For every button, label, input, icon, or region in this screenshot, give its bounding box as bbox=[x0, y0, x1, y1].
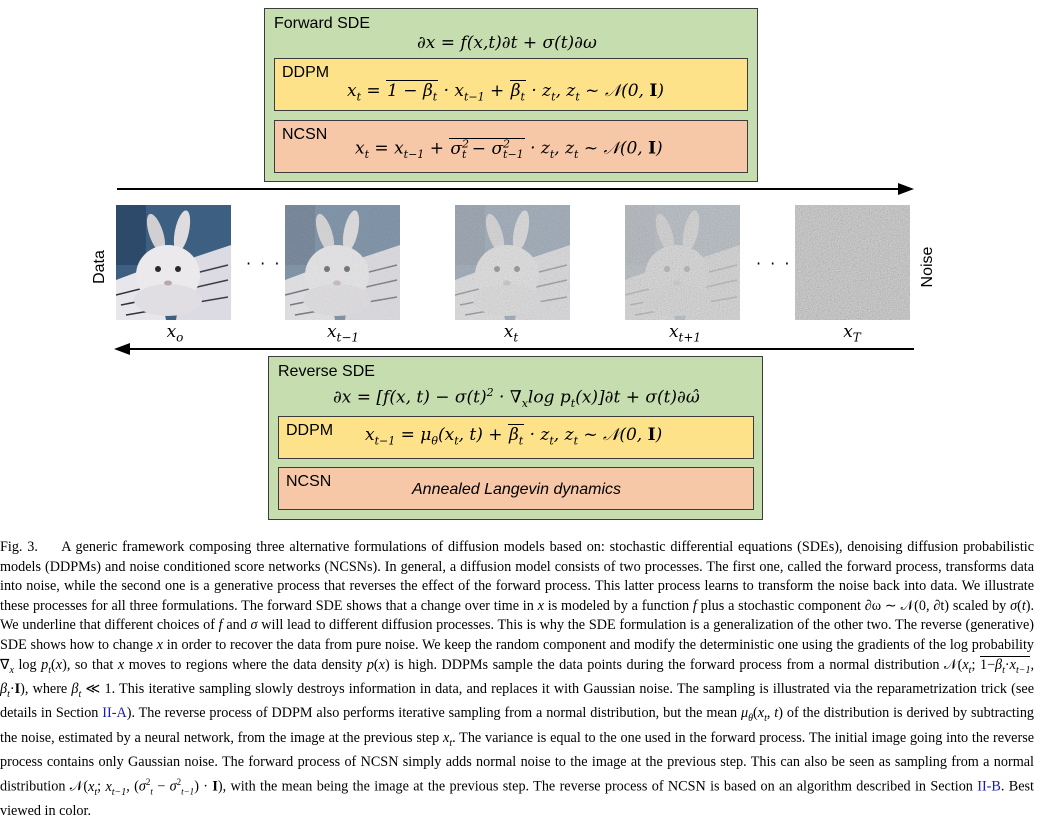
frame-label-0: xo bbox=[166, 322, 184, 345]
reverse-ncsn-box: NCSN Annealed Langevin dynamics bbox=[278, 467, 754, 510]
forward-arrowhead-icon bbox=[898, 183, 914, 195]
forward-ncsn-label: NCSN bbox=[282, 126, 328, 143]
data-side-label: Data bbox=[91, 250, 108, 284]
ellipsis-left: · · · bbox=[246, 254, 282, 273]
forward-sde-title: Forward SDE bbox=[274, 15, 371, 32]
ellipsis-right: · · · bbox=[756, 254, 792, 273]
frame-label-3: xt+1 bbox=[668, 322, 702, 345]
frame-image-1 bbox=[285, 205, 400, 320]
forward-sde-box: Forward SDE ∂x = f(x,t)∂t + σ(t)∂ω DDPM … bbox=[264, 8, 758, 182]
frame-image-0 bbox=[116, 205, 231, 320]
forward-ddpm-label: DDPM bbox=[282, 64, 330, 81]
reverse-ncsn-label: NCSN bbox=[286, 473, 332, 490]
reverse-sde-equation: ∂x = [f(x, t) − σ(t)2 · ∇xlog pt(x)]∂t +… bbox=[333, 386, 700, 411]
forward-ncsn-equation: xt = xt−1 + σ2t − σ2t−1 · zt, zt ~ 𝒩(0, … bbox=[355, 137, 663, 162]
reverse-ddpm-box: DDPM xt−1 = μθ(xt, t) + βt · zt, zt ~ 𝒩(… bbox=[278, 416, 754, 459]
noise-side-label: Noise bbox=[919, 246, 936, 288]
forward-ddpm-box: DDPM xt = 1 − βt · xt−1 + βt · zt, zt ~ … bbox=[274, 58, 748, 111]
forward-sde-equation: ∂x = f(x,t)∂t + σ(t)∂ω bbox=[417, 33, 597, 53]
frame-label-1: xt−1 bbox=[326, 322, 360, 345]
frame-image-2 bbox=[455, 205, 570, 320]
figure-caption: Fig. 3. A generic framework composing th… bbox=[0, 539, 1035, 819]
forward-ddpm-equation: xt = 1 − βt · xt−1 + βt · zt, zt ~ 𝒩(0, … bbox=[347, 80, 664, 104]
reverse-sde-title: Reverse SDE bbox=[278, 363, 375, 380]
frame-label-2: xt bbox=[503, 322, 519, 345]
frame-label-4: xT bbox=[843, 322, 861, 345]
reverse-ncsn-text: Annealed Langevin dynamics bbox=[412, 481, 622, 498]
reverse-sde-box: Reverse SDE ∂x = [f(x, t) − σ(t)2 · ∇xlo… bbox=[268, 356, 763, 520]
caption-fig-number: Fig. 3. bbox=[0, 539, 38, 555]
forward-arrow bbox=[117, 188, 902, 190]
reverse-arrow bbox=[126, 348, 914, 350]
section-link-ii-a[interactable]: II-A bbox=[102, 705, 127, 722]
frame-image-3 bbox=[625, 205, 740, 320]
section-link-ii-b[interactable]: II-B bbox=[977, 778, 1001, 795]
reverse-ddpm-label: DDPM bbox=[286, 422, 334, 439]
frame-image-4 bbox=[795, 205, 910, 320]
reverse-arrowhead-icon bbox=[114, 343, 130, 355]
forward-ncsn-box: NCSN xt = xt−1 + σ2t − σ2t−1 · zt, zt ~ … bbox=[274, 120, 748, 173]
reverse-ddpm-equation: xt−1 = μθ(xt, t) + βt · zt, zt ~ 𝒩(0, I) bbox=[365, 424, 663, 448]
